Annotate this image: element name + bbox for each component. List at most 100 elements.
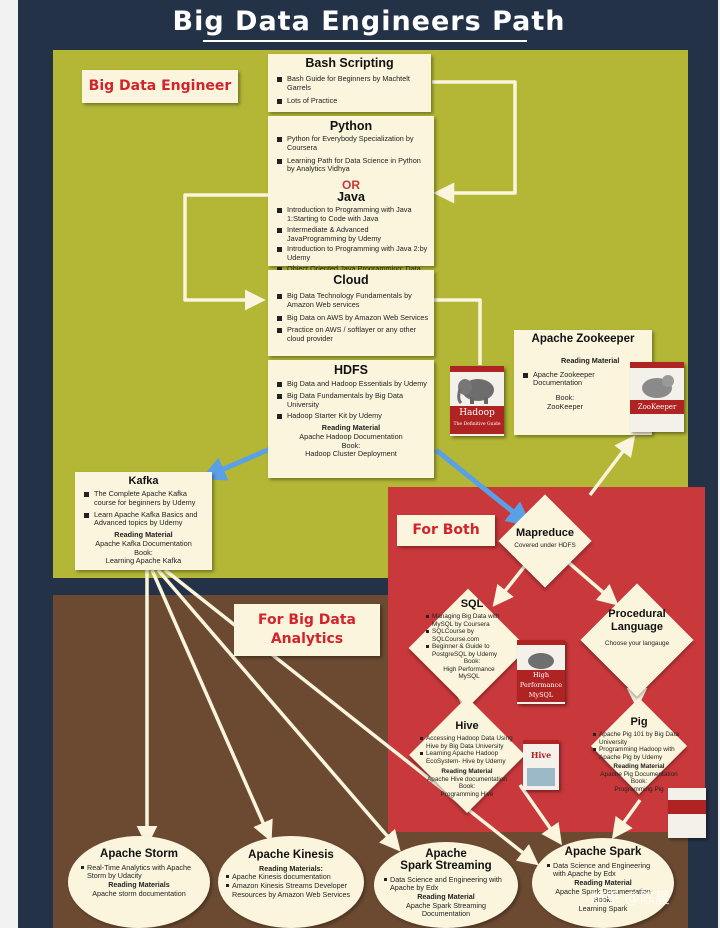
book-band — [517, 640, 565, 645]
mysql-book-title: High Performance MySQL — [517, 670, 565, 702]
kafka-item: The Complete Apache Kafka course for beg… — [80, 489, 207, 508]
spark-streaming-title-line2: Spark Streaming — [400, 859, 492, 872]
hdfs-item: Big Data and Hadoop Essentials by Udemy — [273, 379, 429, 389]
hadoop-book-title: Hadoop — [450, 406, 504, 434]
kafka-box: Kafka The Complete Apache Kafka course f… — [75, 472, 212, 570]
bash-item: Lots of Practice — [273, 96, 426, 106]
spark-streaming-reading: Apache Spark Streaming Documentation — [406, 900, 486, 919]
hive-title: Hive — [455, 720, 479, 732]
spark-streaming-title-line1: Apache — [425, 848, 467, 860]
hdfs-item: Hadoop Starter Kit by Udemy — [273, 411, 429, 421]
python-item: Learning Path for Data Science in Python… — [273, 156, 429, 175]
sql-item: SQLCourse by SQLCourse.com — [426, 628, 518, 643]
hdfs-box: HDFS Big Data and Hadoop Essentials by U… — [268, 360, 434, 478]
java-item: Introduction to Programming with Java 1:… — [273, 206, 429, 224]
procedural-title-line2: Language — [611, 620, 663, 633]
pig-reading: Apache Pig Documentation — [600, 770, 678, 778]
zookeeper-item: Apache Zookeeper Documentation — [519, 370, 599, 389]
both-tag: For Both — [397, 515, 495, 546]
zookeeper-title: Apache Zookeeper — [531, 333, 635, 345]
sql-item: Beginner & Guide to PostgreSQL by Udemy — [426, 643, 518, 658]
cloud-item: Practice on AWS / softlayer or any other… — [273, 325, 429, 344]
pig-book-label: Book: — [630, 778, 648, 786]
zookeeper-book-title: ZooKeeper — [630, 400, 684, 414]
storm-reading-label: Reading Materials — [108, 880, 170, 890]
hdfs-book: Hadoop Cluster Deployment — [305, 449, 397, 459]
spark-book-label: Book: — [593, 895, 613, 905]
book-band — [450, 366, 504, 372]
kafka-title: Kafka — [128, 475, 159, 487]
bash-title: Bash Scripting — [305, 56, 394, 70]
zookeeper-book: ZooKeeper — [546, 401, 584, 411]
pig-reading-label: Reading Material — [613, 763, 665, 771]
spark-reading-label: Reading Material — [574, 878, 632, 888]
analytics-tag-line1: For Big Data — [258, 612, 356, 628]
spark-node: Apache Spark Data Science and Engineerin… — [532, 838, 674, 928]
bash-box: Bash Scripting Bash Guide for Beginners … — [268, 54, 431, 112]
watermark: 知乎 @陈晨 — [590, 889, 670, 907]
bash-item: Bash Guide for Beginners by Machtelt Gar… — [273, 74, 426, 93]
mysql-book-cover: High Performance MySQL — [517, 640, 565, 704]
book-band — [523, 740, 559, 744]
spark-streaming-node: Apache Spark Streaming Data Science and … — [374, 842, 518, 928]
spark-book: Learning Spark — [578, 904, 628, 913]
analytics-tag: For Big Data Analytics — [234, 604, 380, 656]
hdfs-book-label: Book: — [341, 440, 361, 450]
java-item: Intermediate & Advanced JavaProgramming … — [273, 225, 429, 244]
mapreduce-title: Mapreduce — [515, 527, 575, 539]
storm-item: Real-Time Analytics with Apache Storm by… — [81, 863, 197, 881]
python-java-box: Python Python for Everybody Specializati… — [268, 116, 434, 290]
pig-book-cover — [668, 788, 706, 838]
procedural-title-line1: Procedural — [608, 608, 666, 620]
hive-book-title: Hive — [530, 750, 552, 760]
kinesis-title: Apache Kinesis — [248, 849, 334, 861]
pig-item: Apache Pig 101 by Big Data University — [593, 731, 685, 746]
kinesis-reading-label: Reading Materials: — [259, 863, 323, 873]
hive-reading-label: Reading Material — [441, 768, 493, 776]
zookeeper-reading-label: Reading Material — [561, 355, 620, 365]
kafka-item: Learn Apache Kafka Basics and Advanced t… — [80, 510, 207, 529]
cloud-box: Cloud Big Data Technology Fundamentals b… — [268, 270, 434, 356]
mysql-book-line: High — [532, 671, 550, 679]
procedural-node: Procedural Language Choose your langauge — [587, 608, 687, 647]
mapreduce-note: Covered under HDFS — [514, 541, 576, 549]
animal-icon — [642, 375, 674, 398]
pig-title: Pig — [630, 716, 648, 728]
kafka-book: Learning Apache Kafka — [105, 556, 182, 566]
procedural-note: Choose your langauge — [604, 639, 670, 647]
kafka-reading-label: Reading Material — [114, 530, 173, 540]
hive-book-cover: Hive — [523, 740, 559, 790]
hdfs-reading: Apache Hadoop Documentation — [299, 431, 403, 441]
sql-item: Managing Big Data with MySQL by Coursera — [426, 613, 518, 628]
animal-icon — [528, 653, 554, 669]
zookeeper-book-label: Book: — [555, 393, 575, 403]
hive-reading: Apache Hive documentation — [427, 775, 507, 783]
book-band — [630, 362, 684, 368]
sql-node: SQL Managing Big Data with MySQL by Cour… — [426, 598, 518, 681]
python-item: Python for Everybody Specialization by C… — [273, 134, 429, 153]
spark-streaming-reading-label: Reading Material — [417, 891, 475, 901]
hive-item: Accessing Hadoop Data Using Hive by Big … — [420, 735, 514, 750]
sql-book-label: Book: — [463, 658, 481, 666]
mapreduce-node: Mapreduce Covered under HDFS — [497, 527, 593, 550]
book-art — [527, 768, 555, 786]
storm-title: Apache Storm — [100, 848, 178, 860]
spark-reading: Apache Spark Documentation — [555, 886, 651, 896]
hive-book-label: Book: — [458, 783, 476, 791]
hadoop-book-subtitle: The Definitive Guide — [453, 422, 501, 427]
hdfs-title: HDFS — [333, 363, 369, 377]
or-label: OR — [342, 178, 360, 192]
engineer-tag: Big Data Engineer — [82, 70, 238, 103]
zookeeper-book-cover: ZooKeeper — [630, 362, 684, 432]
sql-title: SQL — [460, 598, 484, 610]
kinesis-node: Apache Kinesis Reading Materials: Apache… — [218, 836, 364, 928]
cloud-item: Big Data Technology Fundamentals by Amaz… — [273, 291, 429, 310]
hive-node: Hive Accessing Hadoop Data Using Hive by… — [420, 720, 514, 798]
hdfs-item: Big Data Fundamentals by Big Data Univer… — [273, 391, 429, 410]
hive-book: Programming Hive — [440, 790, 494, 798]
java-title: Java — [337, 190, 365, 205]
mysql-book-line: MySQL — [528, 691, 554, 699]
kinesis-item: Amazon Kinesis Streams Developer Resourc… — [226, 881, 356, 899]
hive-item: Learning Apache Hadoop EcoSystem- Hive b… — [420, 750, 514, 765]
